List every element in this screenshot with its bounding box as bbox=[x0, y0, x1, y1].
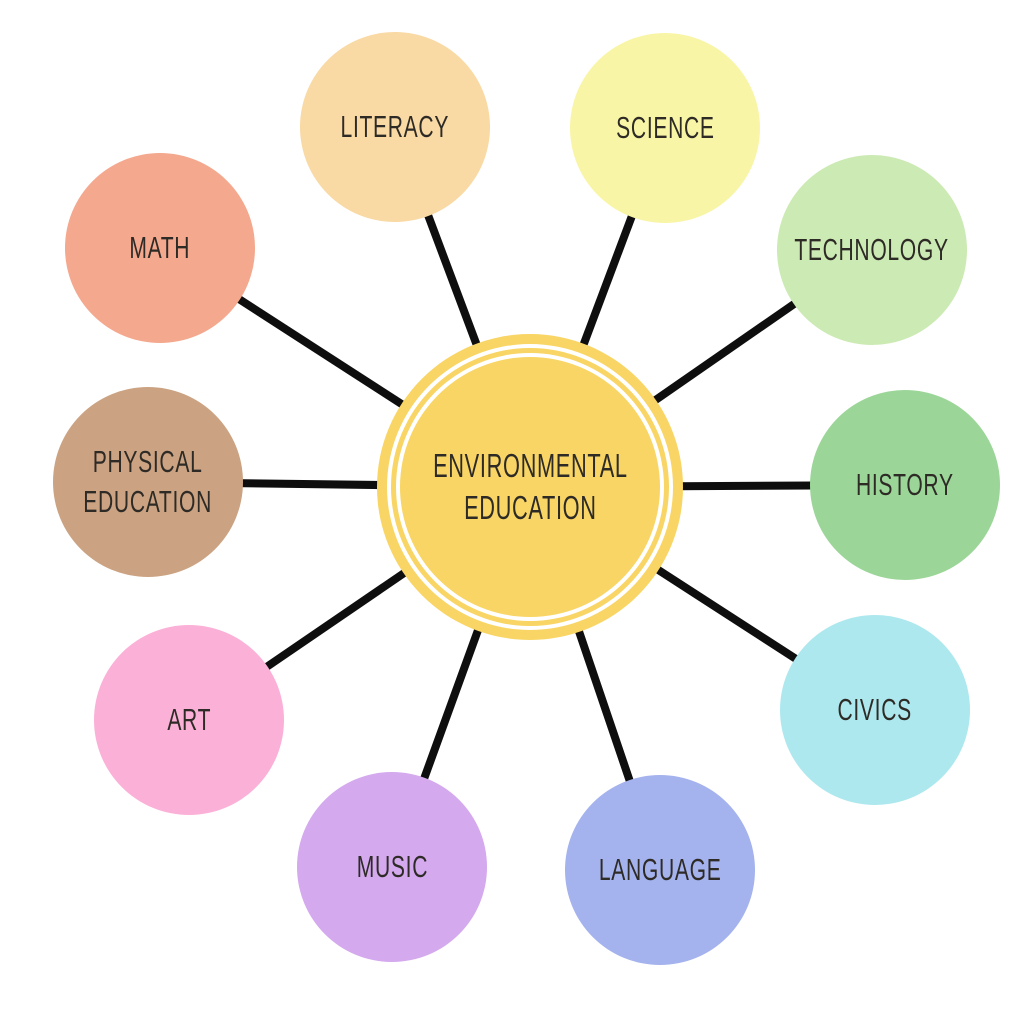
node-label-music: Music bbox=[356, 848, 428, 884]
node-history: History bbox=[810, 390, 1000, 580]
node-label-physical-education: Physical Education bbox=[83, 443, 213, 519]
node-science: Science bbox=[570, 33, 760, 223]
node-label-language: Language bbox=[598, 851, 722, 887]
node-art: Art bbox=[94, 625, 284, 815]
node-technology: Technology bbox=[777, 155, 967, 345]
center-node-environmental-education: Environmental Education bbox=[400, 357, 660, 617]
node-physical-education: Physical Education bbox=[53, 387, 243, 577]
center-node-label: Environmental Education bbox=[432, 446, 628, 526]
node-label-math: Math bbox=[129, 229, 191, 265]
node-music: Music bbox=[297, 772, 487, 962]
node-label-history: History bbox=[856, 466, 954, 502]
node-math: Math bbox=[65, 153, 255, 343]
node-label-art: Art bbox=[167, 701, 211, 737]
node-civics: Civics bbox=[780, 615, 970, 805]
node-language: Language bbox=[565, 775, 755, 965]
node-label-literacy: Literacy bbox=[340, 108, 450, 144]
node-literacy: Literacy bbox=[300, 32, 490, 222]
node-label-technology: Technology bbox=[794, 231, 950, 267]
node-label-civics: Civics bbox=[837, 691, 913, 727]
node-label-science: Science bbox=[615, 109, 715, 145]
